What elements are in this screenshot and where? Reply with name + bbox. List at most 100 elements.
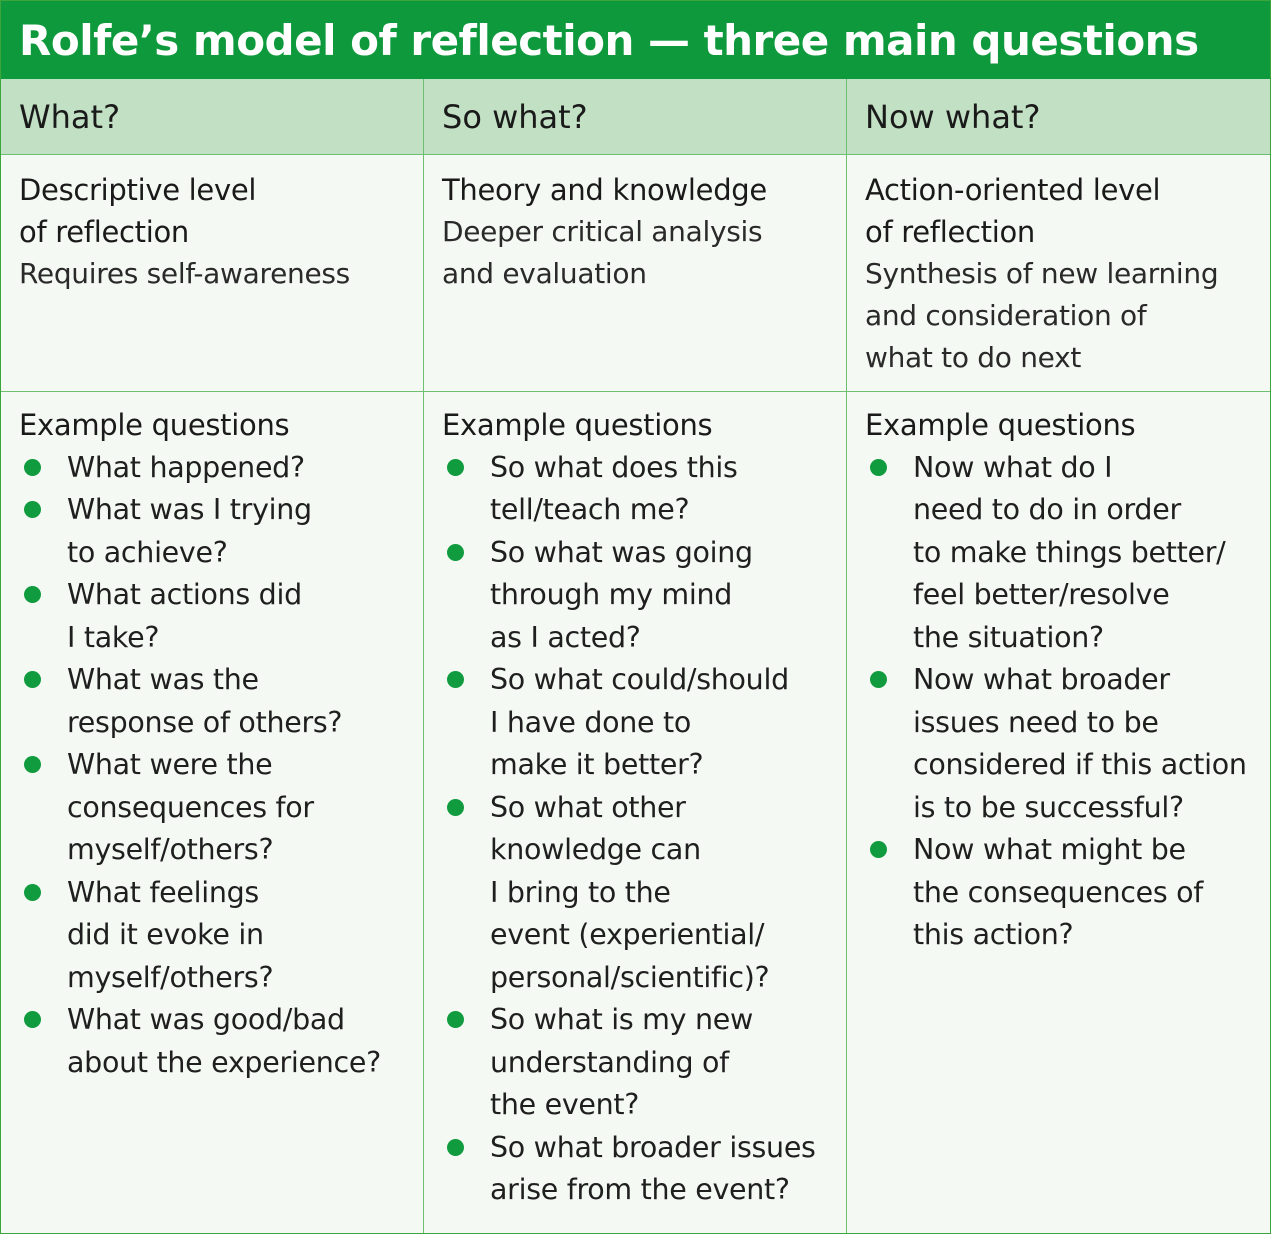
question-text-line: did it evoke in [67, 918, 264, 951]
question-text-line: need to do in order [913, 493, 1181, 526]
bullet-dot-icon [24, 671, 41, 688]
level-description-line: and consideration of [865, 299, 1147, 332]
level-description-line: Deeper critical analysis [442, 215, 763, 248]
bullet-dot-icon [24, 756, 41, 773]
level-title-line: of reflection [19, 215, 190, 249]
question-text-line: arise from the event? [490, 1173, 790, 1206]
bullet-dot-icon [24, 883, 41, 901]
question-text-line: tell/teach me? [490, 493, 690, 526]
question-text-line: personal/scientific)? [490, 960, 770, 994]
level-description-line: and evaluation [442, 257, 647, 290]
question-text-line: feel better/resolve [913, 578, 1170, 611]
bullet-dot-icon [870, 671, 887, 688]
column-header-so-what: So what? [424, 79, 847, 155]
level-title-line: Theory and knowledge [442, 173, 767, 207]
bullet-dot-icon [447, 1011, 464, 1028]
question-item: So what does this tell/teach me? [442, 447, 838, 532]
bullet-dot-icon [870, 458, 887, 476]
question-text-line: I take? [67, 620, 160, 654]
table-title: Rolfe’s model of reflection — three main… [1, 1, 1270, 79]
bullet-dot-icon [447, 458, 464, 476]
question-text-line: I have done to [490, 705, 692, 739]
question-text-line: What was good/bad [67, 1003, 345, 1036]
bullet-dot-icon [447, 1138, 464, 1156]
question-text-line: the event? [490, 1088, 640, 1121]
question-text-line: What happened? [67, 450, 305, 484]
bullet-dot-icon [870, 841, 887, 858]
question-text-line: What was I trying [67, 493, 312, 526]
question-text-line: So what could/should [490, 663, 789, 696]
question-text-line: the situation? [913, 620, 1104, 654]
question-text-line: about the experience? [67, 1045, 381, 1079]
questions-cell-so-what: Example questions So what does this tell/t… [424, 392, 847, 1233]
question-text-line: to achieve? [67, 535, 228, 569]
question-item: What was good/bad about the experience? [19, 999, 415, 1084]
question-text-line: Now what might be [913, 833, 1186, 866]
table-grid: What? So what? Now what? Descriptive lev… [1, 79, 1270, 1233]
question-text-line: myself/others? [67, 960, 274, 994]
question-item: What was I trying to achieve? [19, 489, 415, 574]
question-text-line: So what broader issues [490, 1130, 816, 1164]
question-item: Now what broader issues need to be conside… [865, 659, 1262, 829]
level-description-line: Synthesis of new learning [865, 257, 1219, 290]
question-item: What was the response of others? [19, 659, 415, 744]
question-text-line: considered if this action [913, 748, 1247, 781]
question-text-line: this action? [913, 918, 1074, 951]
level-description-line: what to do next [865, 341, 1082, 374]
question-item: What happened? [19, 447, 415, 490]
question-item: So what is my new understanding of the eve… [442, 999, 838, 1127]
question-text-line: So what does this [490, 450, 738, 484]
question-text-line: myself/others? [67, 833, 274, 866]
question-list: What happened? What was I trying to achiev… [19, 447, 415, 1085]
bullet-dot-icon [447, 798, 464, 816]
question-text-line: response of others? [67, 705, 343, 739]
question-item: What were the consequences for myself/othe… [19, 744, 415, 872]
question-text-line: I bring to the [490, 875, 671, 909]
question-text-line: What were the [67, 748, 273, 781]
example-questions-heading: Example questions [19, 408, 290, 442]
question-item: So what was going through my mind as I act… [442, 532, 838, 660]
question-item: So what broader issues arise from the eve… [442, 1127, 838, 1212]
question-text-line: the consequences of [913, 875, 1204, 909]
level-title-line: Action-oriented level [865, 173, 1161, 207]
question-text-line: make it better? [490, 748, 704, 781]
column-header-what: What? [1, 79, 424, 155]
question-text-line: So what was going [490, 535, 753, 569]
bullet-dot-icon [24, 586, 41, 603]
question-list: So what does this tell/teach me? So what w… [442, 447, 838, 1212]
level-title-line: of reflection [865, 215, 1036, 249]
question-item: So what other knowledge can I bring to the… [442, 787, 838, 1000]
column-header-now-what: Now what? [847, 79, 1270, 155]
example-questions-heading: Example questions [442, 408, 713, 442]
question-text-line: understanding of [490, 1045, 729, 1079]
question-text-line: So what is my new [490, 1003, 753, 1036]
question-text-line: to make things better/ [913, 535, 1226, 569]
question-text-line: event (experiential/ [490, 918, 765, 951]
question-text-line: Now what broader [913, 663, 1170, 696]
question-item: Now what might be the consequences of this… [865, 829, 1262, 957]
question-text-line: knowledge can [490, 833, 701, 866]
bullet-dot-icon [24, 501, 41, 518]
question-text-line: issues need to be [913, 705, 1159, 739]
example-questions-heading: Example questions [865, 408, 1136, 442]
level-title-line: Descriptive level [19, 173, 257, 207]
question-text-line: is to be successful? [913, 790, 1184, 824]
question-item: What actions did I take? [19, 574, 415, 659]
question-text-line: Now what do I [913, 450, 1113, 484]
question-text-line: as I acted? [490, 620, 641, 654]
question-text-line: What actions did [67, 578, 302, 611]
question-text-line: through my mind [490, 578, 733, 611]
question-item: So what could/should I have done to make i… [442, 659, 838, 787]
question-text-line: consequences for [67, 790, 314, 824]
question-text-line: So what other [490, 790, 686, 824]
bullet-dot-icon [24, 1011, 41, 1028]
question-item: Now what do I need to do in order to make … [865, 447, 1262, 660]
question-text-line: What was the [67, 663, 259, 696]
bullet-dot-icon [447, 671, 464, 688]
